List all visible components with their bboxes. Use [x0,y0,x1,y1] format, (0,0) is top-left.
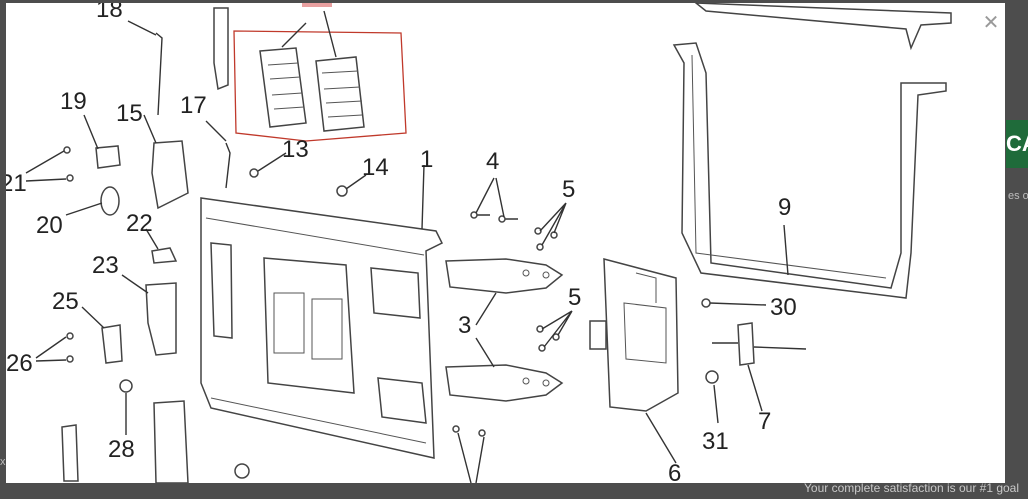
background-footer-text: Your complete satisfaction is our #1 goa… [804,481,1020,495]
background-text-right: es o [1008,190,1028,202]
highlight-region [233,3,407,142]
part-21-bolt-a [63,146,71,154]
callout-30: 30 [770,294,797,321]
part-lower-bracket [61,424,79,482]
part-25 [101,324,123,364]
part-1-tailgate-panel [200,197,444,459]
callout-21: 21 [6,170,27,197]
close-icon[interactable]: ✕ [982,12,1000,34]
part-19 [95,145,121,169]
callout-13: 13 [282,136,309,163]
part-17-rod [225,142,231,189]
part-28 [119,379,133,393]
part-9-seal-frame [672,42,947,299]
parts-diagram: 18 19 15 17 13 14 1 4 5 9 21 20 22 23 25… [6,3,952,483]
part-lower-latch [153,400,189,483]
part-9-top-rail [694,3,952,51]
callout-31: 31 [702,428,729,455]
callout-22: 22 [126,210,153,237]
callout-23: 23 [92,252,119,279]
part-21-bolt-b [66,174,74,182]
part-3-hinge-upper [445,258,564,294]
background-text-left: x [0,456,6,468]
callout-14: 14 [362,154,389,181]
callout-5-lower: 5 [568,284,581,311]
part-14 [336,185,348,197]
callout-28: 28 [108,436,135,463]
callout-15: 15 [116,100,143,127]
callout-20: 20 [36,212,63,239]
callout-6: 6 [668,460,681,483]
callout-7: 7 [758,408,771,435]
callout-26: 26 [6,350,33,377]
part-strap [213,7,229,91]
part-20 [100,186,120,216]
callout-4: 4 [486,148,499,175]
background-cta-button: CA [1006,120,1028,168]
part-23 [145,282,177,356]
part-22 [151,247,178,264]
callout-25: 25 [52,288,79,315]
callout-17: 17 [180,92,207,119]
part-15 [151,140,189,210]
callout-1: 1 [420,146,433,173]
callout-9: 9 [778,194,791,221]
callout-5-upper: 5 [562,176,575,203]
callout-19: 19 [60,88,87,115]
part-7-sensor [712,322,807,366]
image-lightbox-modal: 18 19 15 17 13 14 1 4 5 9 21 20 22 23 25… [6,3,1005,483]
part-18-rod [155,32,163,116]
part-3-hinge-lower [445,364,564,402]
callout-3: 3 [458,312,471,339]
part-6-inner-panel [589,258,679,412]
part-13 [249,168,259,178]
callout-18: 18 [96,3,123,23]
